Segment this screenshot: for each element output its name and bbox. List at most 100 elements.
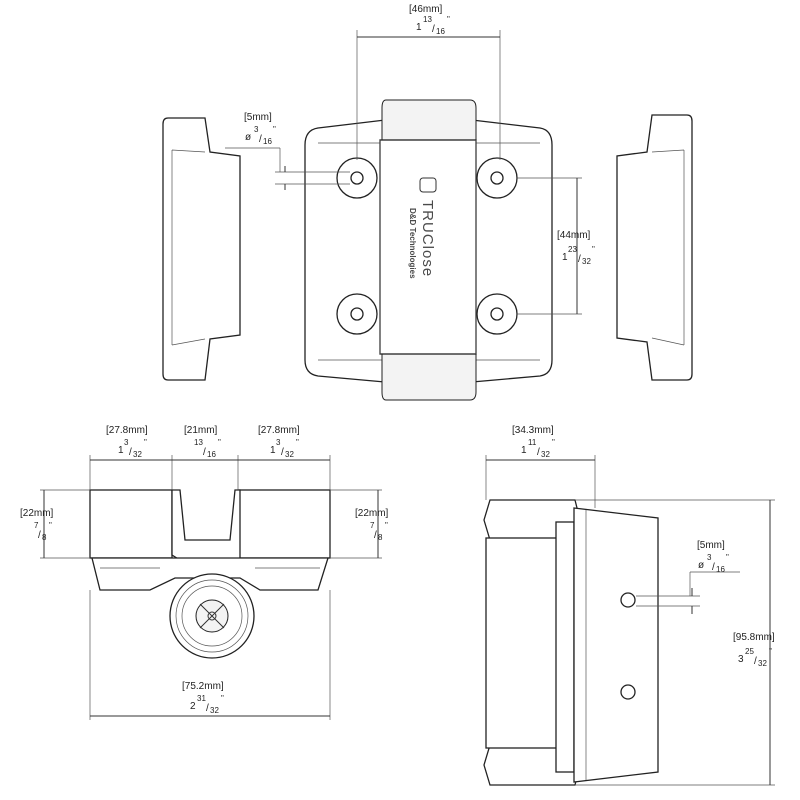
dim-hole-top: [5mm] ø 3 / 16 " bbox=[225, 112, 350, 190]
svg-text:3: 3 bbox=[707, 553, 712, 562]
svg-text:32: 32 bbox=[285, 450, 294, 459]
svg-text:16: 16 bbox=[207, 450, 216, 459]
top-right-leaf bbox=[616, 114, 693, 381]
dim-right-height-mm: [22mm] bbox=[355, 508, 389, 519]
svg-text:31: 31 bbox=[197, 694, 206, 703]
dim-hole-side-mm: [5mm] bbox=[697, 540, 725, 551]
svg-text:": " bbox=[769, 647, 772, 656]
svg-text:32: 32 bbox=[582, 257, 591, 266]
side-hole-bottom bbox=[620, 684, 636, 700]
svg-text:/: / bbox=[129, 447, 132, 458]
dim-left-height: [22mm] 7 / 8 " bbox=[20, 489, 90, 559]
hole-bottom-left bbox=[350, 307, 364, 321]
side-mount-plate bbox=[573, 507, 659, 783]
svg-text:/: / bbox=[38, 530, 41, 541]
svg-text:": " bbox=[552, 438, 555, 447]
svg-text:/: / bbox=[374, 530, 377, 541]
svg-text:/: / bbox=[206, 703, 209, 714]
svg-text:/: / bbox=[537, 447, 540, 458]
dim-left-height-mm: [22mm] bbox=[20, 508, 54, 519]
front-left-block bbox=[89, 489, 173, 559]
hole-bottom-right bbox=[490, 307, 504, 321]
dim-top-width-mm: [46mm] bbox=[409, 4, 443, 15]
svg-text:": " bbox=[218, 438, 221, 447]
dim-hole-top-mm: [5mm] bbox=[244, 112, 272, 123]
top-left-leaf bbox=[162, 117, 241, 381]
svg-text:1: 1 bbox=[416, 22, 422, 33]
svg-text:1: 1 bbox=[562, 252, 568, 263]
dim-overall-width: [75.2mm] 2 31 / 32 " bbox=[89, 590, 331, 720]
svg-text:11: 11 bbox=[528, 438, 537, 447]
svg-text:/: / bbox=[578, 254, 581, 265]
dim-side-depth-mm: [34.3mm] bbox=[512, 425, 554, 436]
svg-text:13: 13 bbox=[423, 15, 432, 24]
svg-text:": " bbox=[726, 553, 729, 562]
dim-hole-spacing: [44mm] 1 23 / 32 " bbox=[517, 177, 595, 315]
brand-mark-icon bbox=[419, 177, 437, 193]
dim-side-depth: [34.3mm] 1 11 / 32 " bbox=[485, 425, 596, 508]
svg-text:ø: ø bbox=[698, 560, 704, 571]
svg-text:32: 32 bbox=[541, 450, 550, 459]
svg-text:8: 8 bbox=[378, 533, 383, 542]
svg-text:1: 1 bbox=[521, 445, 527, 456]
svg-text:": " bbox=[49, 521, 52, 530]
svg-text:16: 16 bbox=[263, 137, 272, 146]
top-mounting-holes bbox=[336, 157, 518, 335]
dim-hole-side: [5mm] ø 3 / 16 " bbox=[636, 540, 740, 614]
svg-text:32: 32 bbox=[210, 706, 219, 715]
svg-text:": " bbox=[144, 438, 147, 447]
svg-text:": " bbox=[221, 694, 224, 703]
svg-text:32: 32 bbox=[758, 659, 767, 668]
svg-text:/: / bbox=[712, 562, 715, 573]
dial-cross-icon bbox=[199, 603, 225, 629]
front-right-block bbox=[237, 489, 331, 559]
svg-text:/: / bbox=[203, 447, 206, 458]
dim-top-width: [46mm] 1 13 / 16 " bbox=[356, 4, 501, 160]
svg-text:2: 2 bbox=[190, 701, 196, 712]
svg-text:3: 3 bbox=[738, 654, 744, 665]
svg-text:/: / bbox=[281, 447, 284, 458]
svg-text:": " bbox=[447, 15, 450, 24]
dim-left-width: [27.8mm] 1 3 / 32 " bbox=[89, 425, 173, 490]
svg-text:": " bbox=[273, 125, 276, 134]
svg-text:16: 16 bbox=[436, 27, 445, 36]
tension-dial bbox=[169, 573, 255, 659]
dim-overall-height-mm: [95.8mm] bbox=[733, 632, 775, 643]
hole-top-right bbox=[490, 171, 504, 185]
svg-text:32: 32 bbox=[133, 450, 142, 459]
svg-text:3: 3 bbox=[254, 125, 259, 134]
svg-text:/: / bbox=[259, 134, 262, 145]
dim-overall-width-mm: [75.2mm] bbox=[182, 681, 224, 692]
hole-top-left bbox=[350, 171, 364, 185]
dim-right-width-mm: [27.8mm] bbox=[258, 425, 300, 436]
side-main-body bbox=[485, 537, 559, 749]
dim-right-height: [22mm] 7 / 8 " bbox=[330, 489, 389, 559]
brand-name: TRUClose bbox=[419, 200, 436, 277]
svg-text:25: 25 bbox=[745, 647, 754, 656]
svg-text:": " bbox=[592, 245, 595, 254]
dim-overall-height: [95.8mm] 3 25 / 32 " bbox=[575, 499, 775, 786]
svg-text:3: 3 bbox=[124, 438, 129, 447]
brand-subtitle: D&D Technologies bbox=[408, 208, 417, 279]
dim-hole-spacing-mm: [44mm] bbox=[557, 230, 591, 241]
svg-text:23: 23 bbox=[568, 245, 577, 254]
svg-text:16: 16 bbox=[716, 565, 725, 574]
dim-right-width: [27.8mm] 1 3 / 32 " bbox=[238, 425, 331, 490]
svg-text:13: 13 bbox=[194, 438, 203, 447]
side-view: [34.3mm] 1 11 / 32 " [5mm] ø 3 / 16 " bbox=[483, 425, 775, 786]
svg-text:3: 3 bbox=[276, 438, 281, 447]
side-hole-top bbox=[620, 592, 636, 608]
top-view: TRUClose D&D Technologies [46mm] 1 13 / … bbox=[162, 4, 693, 401]
front-view: [27.8mm] 1 3 / 32 " [21mm] 13 / 16 " [27… bbox=[20, 425, 389, 720]
dim-left-width-mm: [27.8mm] bbox=[106, 425, 148, 436]
svg-text:7: 7 bbox=[370, 521, 375, 530]
brand-logo: TRUClose D&D Technologies bbox=[408, 177, 437, 279]
svg-text:7: 7 bbox=[34, 521, 39, 530]
svg-text:8: 8 bbox=[42, 533, 47, 542]
svg-text:ø: ø bbox=[245, 132, 251, 143]
svg-text:": " bbox=[385, 521, 388, 530]
svg-text:1: 1 bbox=[118, 445, 124, 456]
dim-center-width: [21mm] 13 / 16 " bbox=[172, 425, 239, 490]
dim-center-width-mm: [21mm] bbox=[184, 425, 218, 436]
